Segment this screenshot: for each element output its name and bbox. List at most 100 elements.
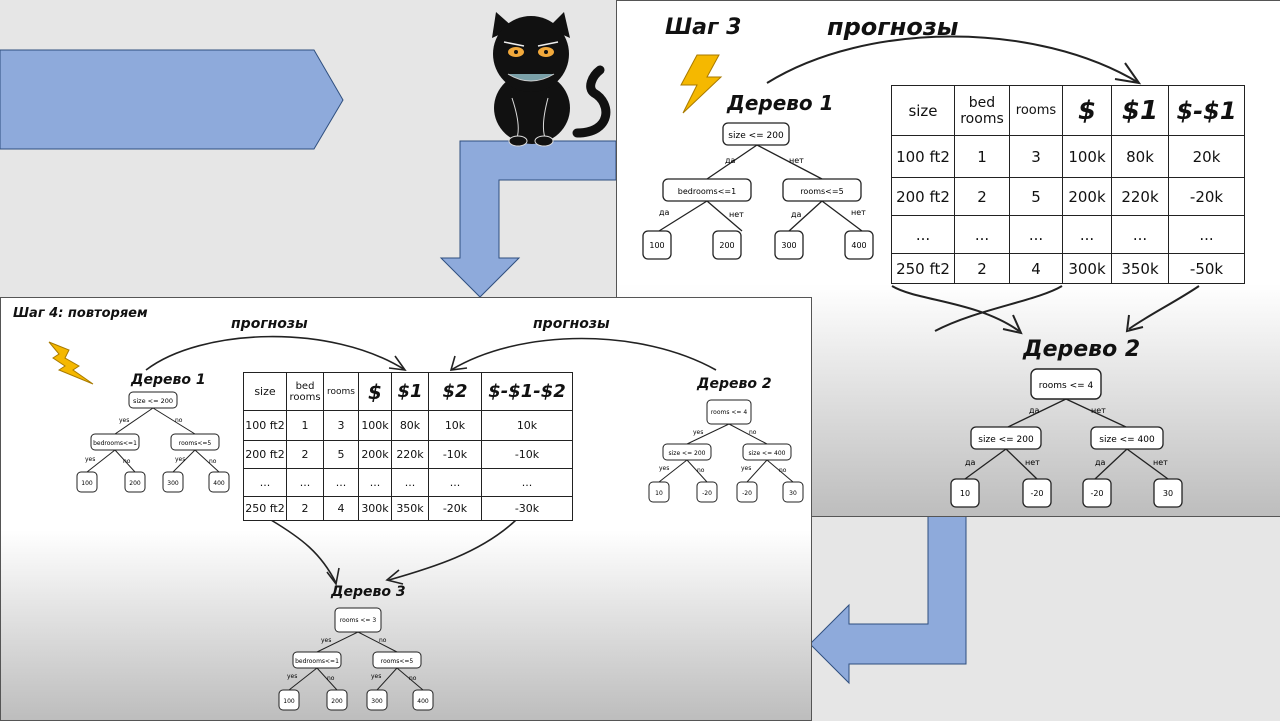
node-right: size <= 400: [1099, 435, 1155, 445]
col-header: bed rooms: [954, 85, 1010, 136]
table-cell: -10k: [428, 440, 482, 469]
step3-predictions-table: size bed rooms rooms $ $1 $-$1 100 ft2 1…: [891, 85, 1245, 284]
table-cell: 80k: [1111, 135, 1169, 178]
node-root: size <= 200: [133, 397, 173, 405]
edge-label: нет: [1091, 406, 1106, 415]
edge-label: yes: [371, 673, 381, 680]
step4-tree2-title: Дерево 2: [697, 376, 772, 392]
elbow-left-arrow-shape: [809, 514, 967, 685]
leaf: 200: [129, 480, 141, 487]
table-cell: 200k: [1062, 177, 1112, 216]
table-cell: ...: [286, 468, 324, 497]
edge-label: no: [379, 637, 387, 644]
lightning-icon: [48, 341, 94, 385]
table-cell: ...: [391, 468, 429, 497]
step4-tree1-title: Дерево 1: [131, 372, 206, 388]
edge-label: да: [725, 156, 736, 165]
table-cell: 100 ft2: [243, 410, 287, 441]
edge-label: да: [965, 458, 976, 467]
step4-predictions-right: прогнозы: [533, 316, 610, 332]
table-row: 200 ft2 2 5 200k 220k -20k: [891, 177, 1245, 216]
table-cell: 350k: [391, 496, 429, 521]
step4-predictions-left: прогнозы: [231, 316, 308, 332]
step3-tree2: rooms <= 4 size <= 200 size <= 400 да не…: [950, 368, 1183, 508]
edge-label: yes: [85, 456, 95, 463]
table-cell: -20k: [1168, 177, 1245, 216]
step4-tree3-title: Дерево 3: [331, 584, 406, 600]
node-root: size <= 200: [728, 131, 784, 141]
edge-label: yes: [175, 456, 185, 463]
table-cell: 4: [323, 496, 359, 521]
table-cell: ...: [1009, 215, 1063, 254]
edge-label: нет: [851, 208, 866, 217]
table-row: 250 ft2 2 4 300k 350k -50k: [891, 253, 1245, 284]
node-right: rooms<=5: [179, 440, 212, 447]
edge-label: да: [1029, 406, 1040, 415]
table-cell: 200k: [358, 440, 392, 469]
table-header-row: size bed rooms rooms $ $1 $-$1: [891, 85, 1245, 136]
leaf: -20: [1030, 489, 1043, 498]
table-cell: ...: [954, 215, 1010, 254]
table-cell: ...: [323, 468, 359, 497]
edge-label: нет: [1153, 458, 1168, 467]
table-cell: ...: [428, 468, 482, 497]
table-cell: 350k: [1111, 253, 1169, 284]
table-header-row: size bed rooms rooms $ $1 $2 $-$1-$2: [243, 372, 573, 411]
edge-label: no: [409, 675, 417, 682]
col-header: $1: [391, 372, 429, 411]
node-left: size <= 200: [978, 435, 1034, 445]
edge-label: yes: [693, 429, 703, 436]
table-row: 100 ft2 1 3 100k 80k 20k: [891, 135, 1245, 178]
leaf: -20: [1090, 489, 1103, 498]
table-cell: 220k: [1111, 177, 1169, 216]
table-cell: 2: [286, 496, 324, 521]
lightning-icon: [680, 54, 723, 114]
table-row: ... ... ... ... ... ... ...: [243, 468, 573, 497]
elbow-down-arrow-shape: [439, 140, 617, 298]
node-root: rooms <= 4: [1039, 381, 1094, 391]
table-cell: 100 ft2: [891, 135, 955, 178]
step4-predictions-table: size bed rooms rooms $ $1 $2 $-$1-$2 100…: [243, 372, 573, 521]
col-header: $2: [428, 372, 482, 411]
edge-label: нет: [729, 210, 744, 219]
table-row: 100 ft2 1 3 100k 80k 10k 10k: [243, 410, 573, 441]
table-cell: 100k: [1062, 135, 1112, 178]
table-cell: -50k: [1168, 253, 1245, 284]
table-cell: -20k: [428, 496, 482, 521]
node-root: rooms <= 3: [340, 617, 377, 624]
table-cell: ...: [1111, 215, 1169, 254]
step4-tree3: rooms <= 3 bedrooms<=1 rooms<=5 yes no y…: [278, 607, 434, 711]
leaf: 100: [649, 241, 664, 250]
table-cell: ...: [481, 468, 573, 497]
leaf: 10: [960, 489, 970, 498]
table-cell: 220k: [391, 440, 429, 469]
table-cell: ...: [358, 468, 392, 497]
leaf: 200: [331, 698, 343, 705]
col-header: rooms: [323, 372, 359, 411]
leaf: 30: [789, 490, 797, 497]
table-row: ... ... ... ... ... ...: [891, 215, 1245, 254]
edge-label: no: [123, 458, 131, 465]
table-cell: 5: [1009, 177, 1063, 216]
node-root: rooms <= 4: [711, 409, 748, 416]
table-cell: 20k: [1168, 135, 1245, 178]
edge-label: no: [779, 467, 787, 474]
edge-label: no: [175, 417, 183, 424]
table-cell: 1: [954, 135, 1010, 178]
col-header: size: [891, 85, 955, 136]
leaf: 100: [81, 480, 93, 487]
col-header: $-$1: [1168, 85, 1245, 136]
table-cell: 300k: [1062, 253, 1112, 284]
table-cell: 200 ft2: [891, 177, 955, 216]
edge-label: yes: [659, 465, 669, 472]
table-cell: 80k: [391, 410, 429, 441]
table-cell: ...: [891, 215, 955, 254]
table-cell: 250 ft2: [243, 496, 287, 521]
table-cell: 250 ft2: [891, 253, 955, 284]
table-cell: 300k: [358, 496, 392, 521]
leaf: 10: [655, 490, 663, 497]
leaf: -20: [742, 490, 752, 497]
leaf: 400: [851, 241, 866, 250]
edge-label: yes: [287, 673, 297, 680]
edge-label: нет: [1025, 458, 1040, 467]
